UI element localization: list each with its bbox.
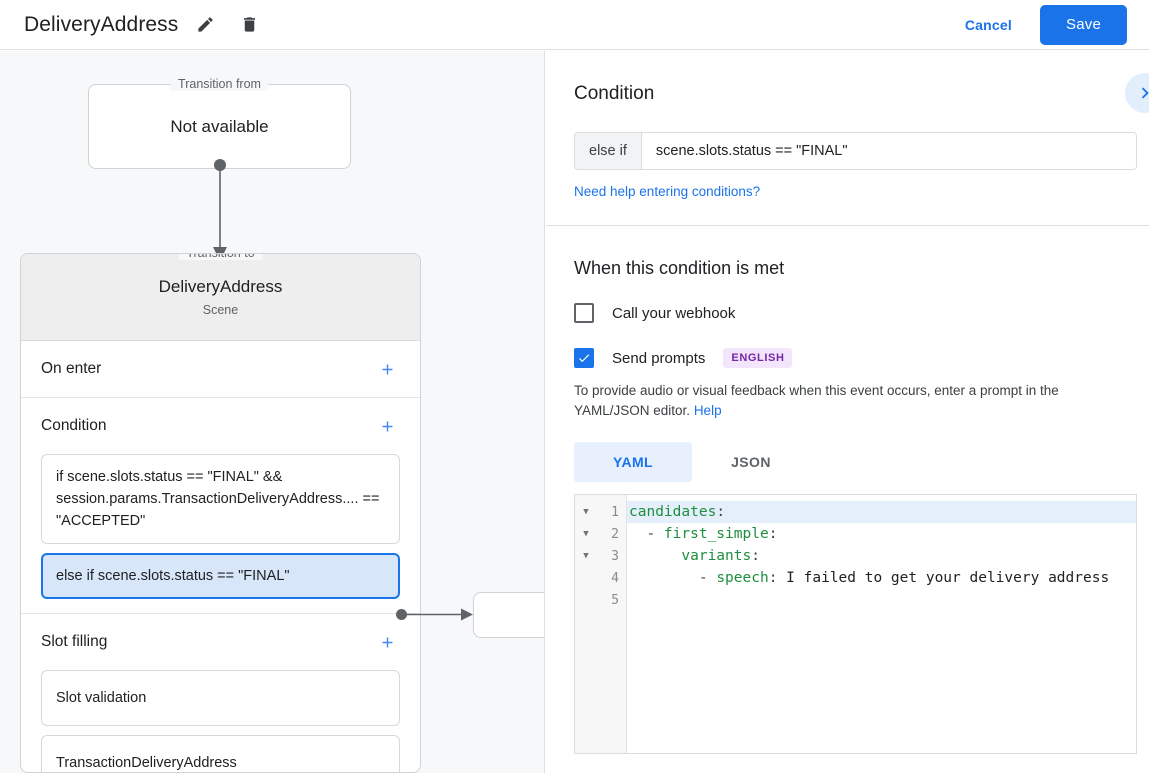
graph-pane: Transition from Not available Transition… (0, 51, 545, 773)
code-token: - (629, 526, 664, 542)
cancel-button[interactable]: Cancel (955, 8, 1022, 42)
code-token: : (768, 526, 778, 542)
slot-item[interactable]: TransactionDeliveryAddress (41, 735, 400, 772)
page-title: DeliveryAddress (24, 12, 179, 36)
detail-divider (546, 225, 1149, 226)
save-button[interactable]: Save (1040, 4, 1127, 45)
editor-line-number: 5 (611, 592, 619, 608)
plus-icon[interactable] (374, 356, 400, 382)
section-condition: Condition if scene.slots.status == "FINA… (21, 398, 420, 614)
code-token: : (716, 504, 726, 520)
editor-code-line[interactable]: variants: (627, 545, 1136, 567)
editor-line-number: 3 (611, 548, 619, 564)
transition-to-node: Transition to DeliveryAddress Scene On e… (20, 253, 421, 773)
editor-line-number: 1 (611, 504, 619, 520)
section-on-enter: On enter (21, 341, 420, 398)
code-token: I failed to get your delivery address (786, 570, 1110, 586)
code-token: : (768, 570, 787, 586)
chevron-down-icon[interactable]: ▼ (583, 550, 589, 561)
send-prompts-row: Send prompts ENGLISH (574, 348, 1121, 368)
editor-line-gutter: ▼3 (575, 545, 626, 567)
editor-line-gutter: ▼2 (575, 523, 626, 545)
send-prompts-label: Send prompts (612, 349, 706, 367)
transition-from-title: Not available (170, 117, 269, 136)
transition-from-legend: Transition from (170, 77, 269, 91)
section-slot-filling: Slot filling Slot validation Transaction… (21, 614, 420, 772)
editor-line-gutter: ▼1 (575, 501, 626, 523)
section-on-enter-header: On enter (41, 341, 400, 397)
editor-line-gutter: 5 (575, 589, 626, 611)
code-token: - (629, 570, 717, 586)
section-slot-filling-header: Slot filling (41, 614, 400, 670)
condition-block: Condition else if Need help entering con… (546, 51, 1149, 225)
code-token: speech (716, 570, 769, 586)
condition-expression-input[interactable] (641, 133, 1136, 169)
editor-code-line[interactable]: candidates: (627, 501, 1136, 523)
transition-from-node[interactable]: Transition from Not available (88, 77, 351, 169)
send-prompts-checkbox[interactable] (574, 348, 594, 368)
condition-link-dot (396, 609, 407, 620)
chevron-down-icon[interactable]: ▼ (583, 506, 589, 517)
pencil-icon[interactable] (188, 8, 222, 42)
code-token: : (751, 548, 760, 564)
code-token: candidates (629, 504, 717, 520)
editor-line-gutter: 4 (575, 567, 626, 589)
editor-line-number: 2 (611, 526, 619, 542)
chevron-down-icon[interactable]: ▼ (583, 528, 589, 539)
editor-line-number: 4 (611, 570, 619, 586)
code-token (629, 548, 681, 564)
when-condition-met-block: When this condition is met Call your web… (546, 226, 1149, 754)
section-slot-filling-title: Slot filling (41, 633, 108, 650)
call-webhook-label: Call your webhook (612, 304, 736, 322)
section-condition-header: Condition (41, 398, 400, 454)
tab-yaml[interactable]: YAML (574, 442, 692, 482)
slot-item[interactable]: Slot validation (41, 670, 400, 726)
condition-help-link[interactable]: Need help entering conditions? (574, 184, 761, 199)
tab-json[interactable]: JSON (731, 454, 771, 470)
detail-pane: Condition else if Need help entering con… (546, 51, 1149, 773)
condition-section-title: Condition (574, 83, 655, 104)
plus-icon[interactable] (374, 413, 400, 439)
transition-to-title: DeliveryAddress (158, 277, 283, 296)
section-slot-filling-body: Slot validation TransactionDeliveryAddre… (41, 670, 400, 772)
code-token: variants (681, 548, 752, 564)
trash-icon[interactable] (232, 8, 266, 42)
editor-code-area[interactable]: candidates: - first_simple: variants: - … (627, 495, 1136, 753)
condition-expression-row: else if (574, 132, 1137, 170)
transition-to-legend: Transition to (178, 254, 263, 260)
when-condition-met-title: When this condition is met (574, 258, 785, 278)
editor-code-line[interactable]: - first_simple: (627, 523, 1136, 545)
condition-prefix-label: else if (575, 133, 642, 169)
editor-code-line[interactable]: - speech: I failed to get your delivery … (627, 567, 1136, 589)
transition-to-subtitle: Scene (202, 303, 239, 317)
webhook-row: Call your webhook (574, 303, 1121, 323)
section-on-enter-title: On enter (41, 360, 102, 377)
section-condition-title: Condition (41, 417, 107, 434)
code-token: first_simple (663, 526, 769, 542)
section-condition-body: if scene.slots.status == "FINAL" && sess… (41, 454, 400, 613)
editor-format-tabs: YAML JSON (574, 442, 1121, 482)
call-webhook-checkbox[interactable] (574, 303, 594, 323)
prompts-hint: To provide audio or visual feedback when… (574, 381, 1121, 421)
condition-item[interactable]: if scene.slots.status == "FINAL" && sess… (41, 454, 400, 544)
prompts-hint-text: To provide audio or visual feedback when… (574, 383, 1059, 418)
language-badge: ENGLISH (723, 348, 793, 368)
prompts-help-link[interactable]: Help (693, 403, 722, 418)
transition-to-header[interactable]: DeliveryAddress Scene (21, 254, 420, 341)
editor-code-line[interactable] (627, 589, 1136, 611)
plus-icon[interactable] (374, 629, 400, 655)
condition-item-selected[interactable]: else if scene.slots.status == "FINAL" (41, 553, 400, 599)
app-header: DeliveryAddress Cancel Save (0, 0, 1149, 50)
target-node[interactable] (473, 592, 544, 638)
